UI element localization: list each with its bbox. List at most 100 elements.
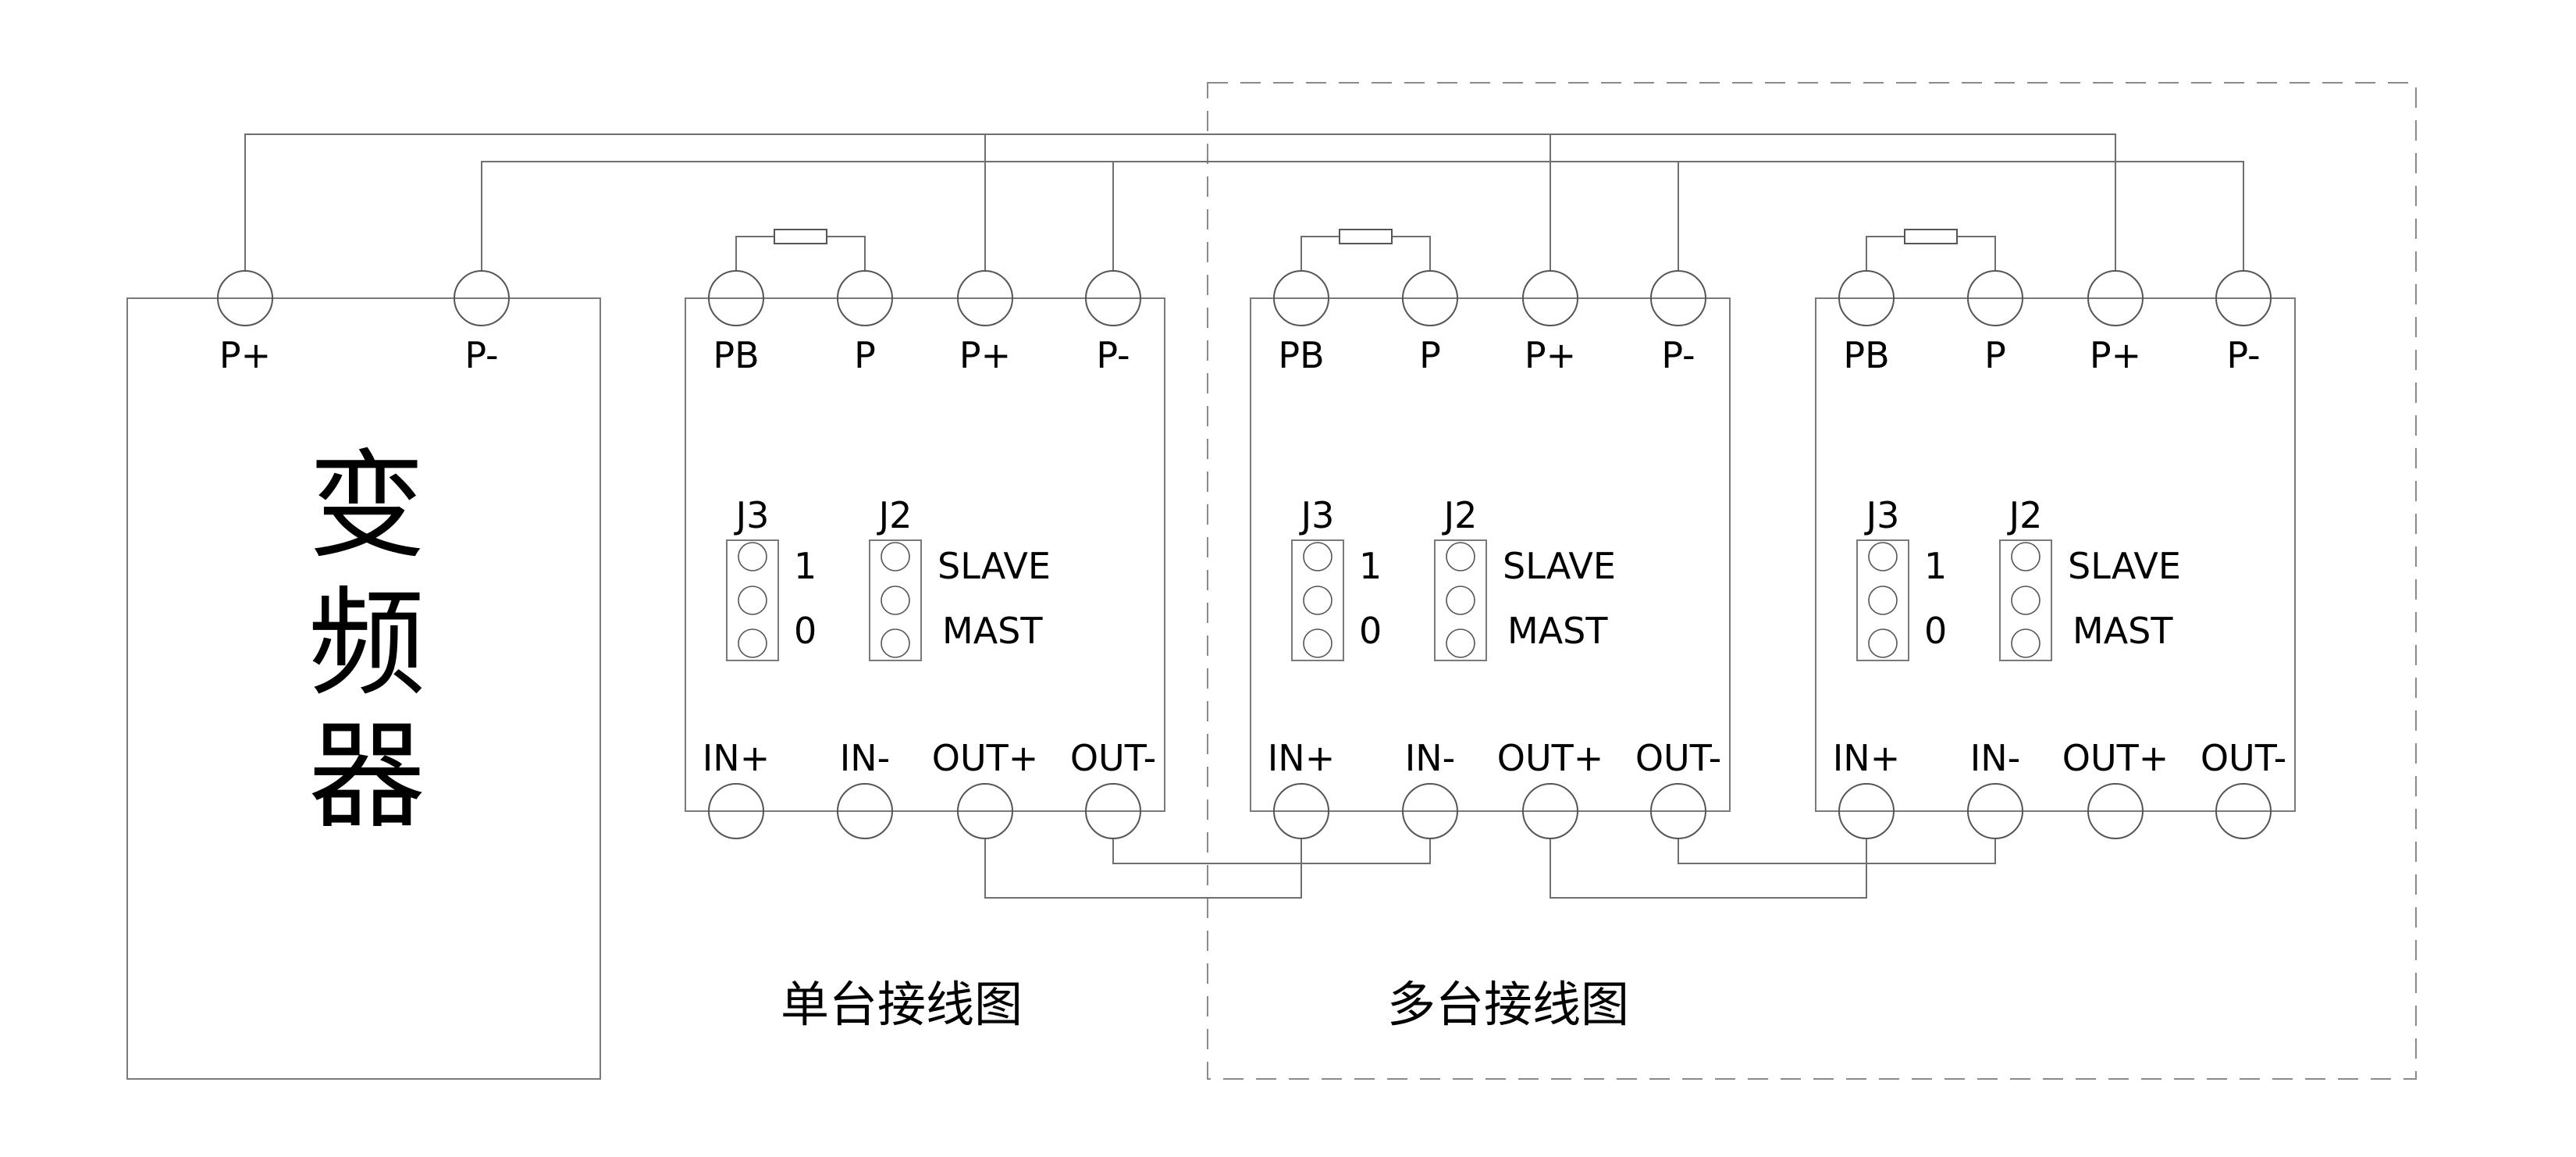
jumper-pin-2[interactable] — [1303, 586, 1332, 615]
jumper-header — [1434, 539, 1487, 661]
terminal-out-minus[interactable]: OUT- — [1070, 737, 1156, 839]
terminal-circle[interactable] — [1522, 783, 1578, 839]
terminal-p-plus[interactable]: P+ — [2087, 270, 2144, 376]
terminal-circle[interactable] — [1273, 270, 1329, 326]
terminal-circle[interactable] — [1967, 783, 2023, 839]
vfd-terminal-p-plus[interactable]: P+ — [217, 270, 273, 376]
jumper-pin-1[interactable] — [738, 542, 767, 571]
terminal-label: P- — [464, 334, 498, 376]
terminal-label: P — [1419, 334, 1441, 376]
jumper-pin-1[interactable] — [1446, 542, 1475, 571]
terminal-p-minus[interactable]: P- — [1085, 270, 1141, 376]
terminal-circle[interactable] — [1967, 270, 2023, 326]
jumper-pin-3[interactable] — [1868, 628, 1898, 658]
terminal-in-plus[interactable]: IN+ — [1833, 737, 1901, 839]
jumper-pin-2[interactable] — [2011, 586, 2041, 615]
jumper-option-label: 1 — [1924, 545, 1947, 587]
terminal-p[interactable]: P — [1402, 270, 1458, 376]
vfd-terminal-p-minus[interactable]: P- — [454, 270, 510, 376]
terminal-circle[interactable] — [454, 270, 510, 326]
terminal-out-plus[interactable]: OUT+ — [1497, 737, 1604, 839]
terminal-circle[interactable] — [708, 270, 764, 326]
terminal-pb[interactable]: PB — [708, 270, 764, 376]
terminal-label: P- — [2226, 334, 2260, 376]
jumper-pin-1[interactable] — [881, 542, 910, 571]
terminal-p[interactable]: P — [837, 270, 893, 376]
jumper-option-label: 0 — [794, 610, 817, 652]
terminal-label: P+ — [959, 334, 1011, 376]
terminal-in-plus[interactable]: IN+ — [1268, 737, 1336, 839]
terminal-circle[interactable] — [837, 783, 893, 839]
terminal-circle[interactable] — [1085, 783, 1141, 839]
terminal-circle[interactable] — [837, 270, 893, 326]
jumper-title: J3 — [734, 494, 770, 536]
terminal-p-minus[interactable]: P- — [1650, 270, 1706, 376]
terminal-in-minus[interactable]: IN- — [1967, 737, 2023, 839]
jumper-pin-1[interactable] — [1303, 542, 1332, 571]
vfd-label-char-3: 器 — [308, 709, 425, 845]
terminal-out-minus[interactable]: OUT- — [2201, 737, 2286, 839]
terminal-label: P — [1984, 334, 2006, 376]
terminal-in-plus[interactable]: IN+ — [703, 737, 770, 839]
jumper-pin-1[interactable] — [1868, 542, 1898, 571]
terminal-p-plus[interactable]: P+ — [957, 270, 1013, 376]
terminal-p-plus[interactable]: P+ — [1522, 270, 1578, 376]
terminal-pb[interactable]: PB — [1273, 270, 1329, 376]
terminal-circle[interactable] — [1838, 270, 1895, 326]
terminal-p-minus[interactable]: P- — [2215, 270, 2272, 376]
terminal-pb[interactable]: PB — [1838, 270, 1895, 376]
jumper-pin-2[interactable] — [738, 586, 767, 615]
terminal-label: PB — [1843, 334, 1889, 376]
terminal-label: P+ — [1525, 334, 1576, 376]
jumper-pin-2[interactable] — [881, 586, 910, 615]
terminal-out-plus[interactable]: OUT+ — [2062, 737, 2169, 839]
terminal-circle[interactable] — [1402, 270, 1458, 326]
jumper-pin-3[interactable] — [881, 628, 910, 658]
terminal-circle[interactable] — [1273, 783, 1329, 839]
jumper-pin-3[interactable] — [2011, 628, 2041, 658]
terminal-circle[interactable] — [708, 783, 764, 839]
dc-plus-bus-wire — [244, 134, 2116, 271]
terminal-circle[interactable] — [1838, 783, 1895, 839]
resistor-lead-right — [1392, 236, 1431, 271]
terminal-circle[interactable] — [2087, 270, 2144, 326]
terminal-circle[interactable] — [1522, 270, 1578, 326]
terminal-circle[interactable] — [957, 783, 1013, 839]
resistor-lead-left — [735, 236, 774, 271]
terminal-circle[interactable] — [2215, 270, 2272, 326]
terminal-circle[interactable] — [957, 270, 1013, 326]
terminal-label: P — [854, 334, 876, 376]
terminal-circle[interactable] — [2087, 783, 2144, 839]
terminal-label: IN+ — [1833, 737, 1901, 779]
jumper-option-label: MAST — [942, 610, 1043, 652]
vfd-label-char-2: 频 — [308, 576, 425, 712]
jumper-pin-1[interactable] — [2011, 542, 2041, 571]
terminal-out-plus[interactable]: OUT+ — [932, 737, 1039, 839]
terminal-circle[interactable] — [1650, 270, 1706, 326]
terminal-label: OUT+ — [2062, 737, 2169, 779]
terminal-circle[interactable] — [1402, 783, 1458, 839]
jumper-pin-3[interactable] — [738, 628, 767, 658]
terminal-out-minus[interactable]: OUT- — [1635, 737, 1721, 839]
resistor-lead-right — [1957, 236, 1996, 271]
terminal-in-minus[interactable]: IN- — [1402, 737, 1458, 839]
terminal-circle[interactable] — [217, 270, 273, 326]
terminal-circle[interactable] — [1650, 783, 1706, 839]
jumper-pin-3[interactable] — [1303, 628, 1332, 658]
jumper-option-label: SLAVE — [1503, 545, 1616, 587]
terminal-circle[interactable] — [2215, 783, 2272, 839]
jumper-pin-2[interactable] — [1868, 586, 1898, 615]
jumper-pin-3[interactable] — [1446, 628, 1475, 658]
jumper-pin-2[interactable] — [1446, 586, 1475, 615]
terminal-circle[interactable] — [1085, 270, 1141, 326]
terminal-in-minus[interactable]: IN- — [837, 737, 893, 839]
terminal-p[interactable]: P — [1967, 270, 2023, 376]
